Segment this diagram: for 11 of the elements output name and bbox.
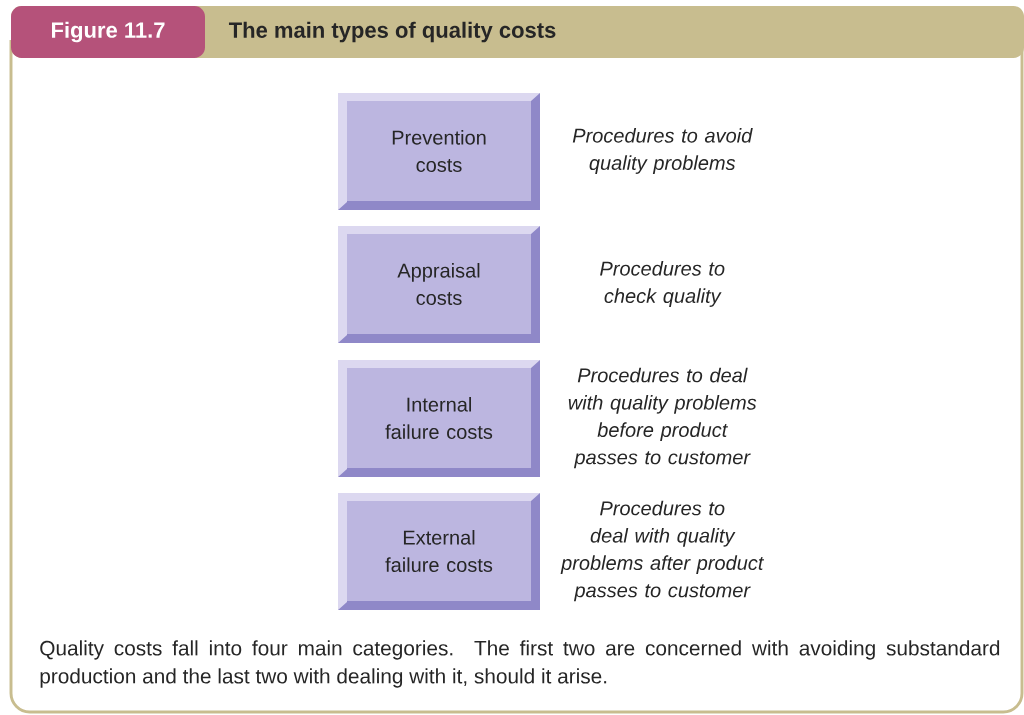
title: The main types of quality costs (228, 21, 556, 43)
description-text: Procedures to avoid quality problems (572, 128, 753, 174)
description-text: Procedures to deal with quality problems after product passes to customer (560, 500, 765, 602)
caption: Quality costs fall into four main categories. The first two are concerned with avoiding substandard production and the last two with dealing with it, should it arise. (40, 640, 1000, 688)
description-text: Procedures to deal with quality problems before product passes to customer (568, 367, 757, 469)
cost-box: External failure costs (338, 493, 540, 610)
description-text: Procedures to check quality (600, 261, 725, 307)
cost-box: Appraisal costs (338, 226, 540, 343)
cost-box: Prevention costs (338, 93, 540, 210)
cost-box: Internal failure costs (338, 360, 540, 477)
figure-tab: Figure 11.7 (11, 6, 205, 58)
